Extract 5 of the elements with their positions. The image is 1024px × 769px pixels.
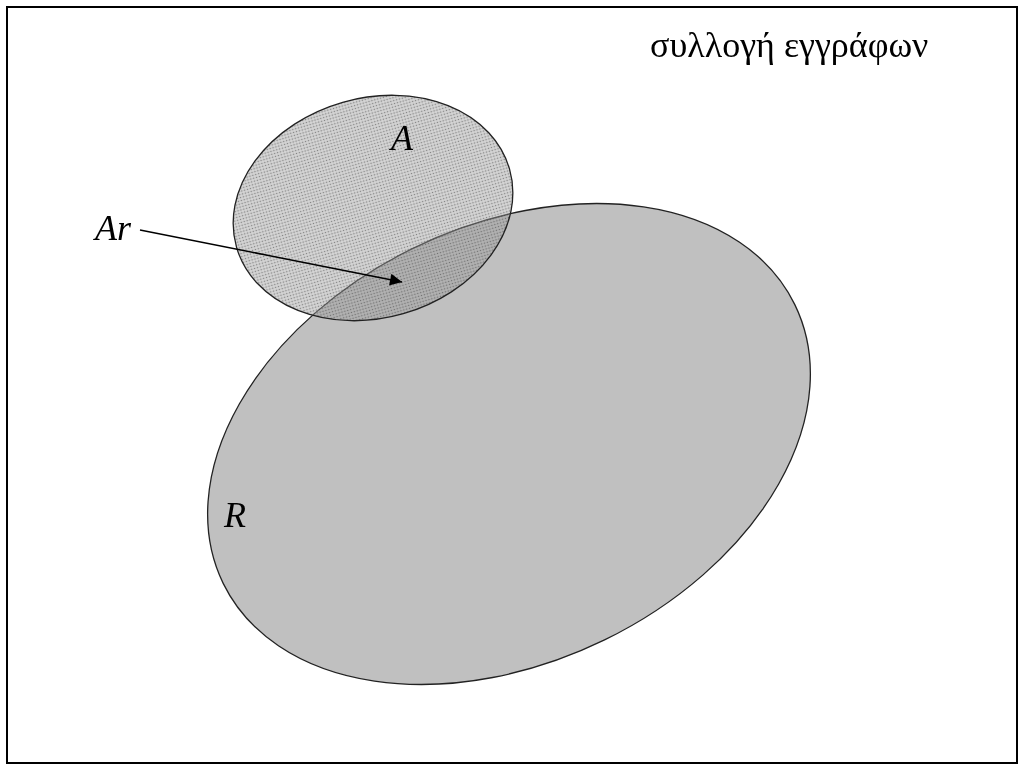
set-label: A bbox=[391, 118, 413, 158]
set-label: R bbox=[224, 495, 246, 535]
frame-title: συλλογή εγγράφων bbox=[650, 25, 929, 65]
callout-label: Ar bbox=[95, 208, 131, 248]
leader-arrow bbox=[139, 229, 403, 286]
